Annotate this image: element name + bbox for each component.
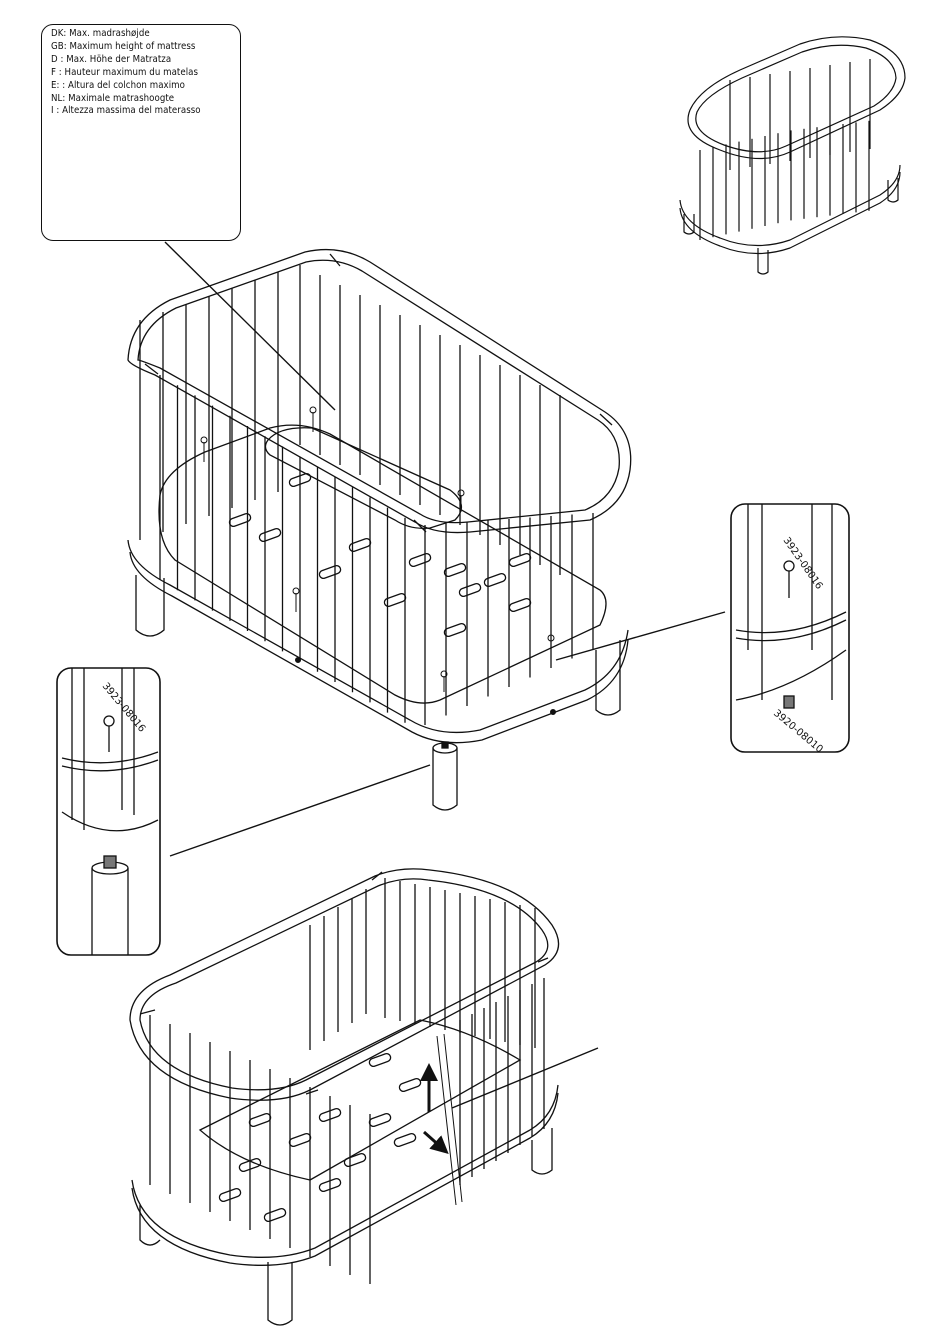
slat-slot — [318, 564, 341, 579]
slat-slot — [288, 1132, 311, 1147]
crib-main-assembly — [128, 250, 631, 743]
slat-slot — [263, 1207, 286, 1222]
slat-slot — [383, 592, 406, 607]
part-label-screw-right: 3923-08016 — [781, 535, 825, 591]
slat-slot — [393, 1132, 416, 1147]
arrow-down-right-icon — [424, 1132, 442, 1148]
leg-detail-callout — [57, 668, 160, 955]
slat-slot — [443, 562, 466, 577]
slat-slot — [368, 1112, 391, 1127]
crib-overview-thumbnail — [680, 37, 905, 274]
slat-slot — [458, 582, 481, 597]
bottom-leader-line — [452, 1048, 598, 1108]
part-label-screw-left: 3923-08016 — [100, 681, 148, 735]
slat-slot — [258, 527, 281, 542]
slat-slot — [348, 537, 371, 552]
part-label-insert-right: 3920-08010 — [771, 708, 825, 756]
slat-slot — [508, 597, 531, 612]
crib-base-assembly — [130, 869, 559, 1325]
crib-leg-part — [433, 742, 457, 810]
slat-slot — [368, 1052, 391, 1067]
slat-slot — [248, 1112, 271, 1127]
right-detail-leader — [556, 612, 725, 660]
slat-slot — [228, 512, 251, 527]
slat-slot — [398, 1077, 421, 1092]
left-detail-leader — [170, 765, 430, 856]
slat-slot — [483, 572, 506, 587]
slat-slot — [408, 552, 431, 567]
slat-slot — [443, 622, 466, 637]
